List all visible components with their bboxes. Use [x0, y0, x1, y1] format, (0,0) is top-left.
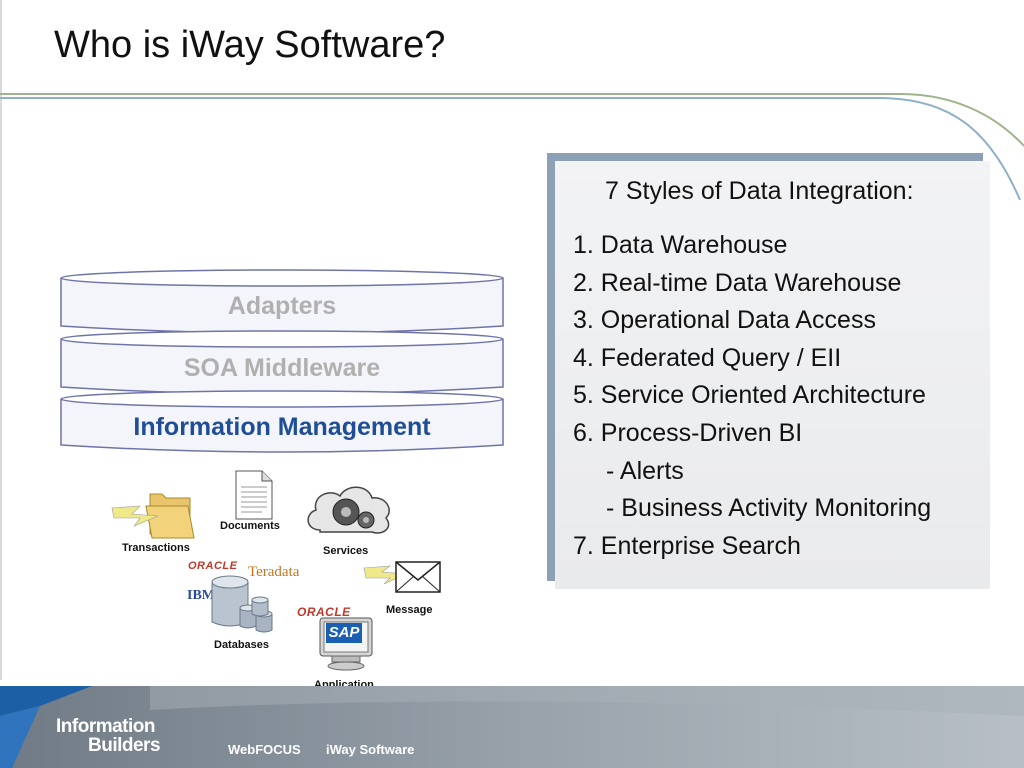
message-envelope-icon — [363, 561, 441, 593]
documents-label: Documents — [220, 520, 280, 532]
databases-icon — [211, 575, 273, 633]
list-item: 2. Real-time Data Warehouse — [573, 268, 902, 297]
list-item: 1. Data Warehouse — [573, 231, 788, 259]
list-item: 4. Federated Query / EII — [573, 343, 842, 372]
list-item: 7. Enterprise Search — [573, 531, 801, 560]
documents-icon — [235, 470, 273, 520]
list-subitem: - Business Activity Monitoring — [606, 494, 932, 523]
list-item: 6. Process-Driven BI — [573, 418, 803, 447]
left-border — [0, 0, 2, 680]
oracle-logo-text: ORACLE — [188, 560, 238, 572]
header-divider-lines — [0, 93, 1024, 200]
layer-label-soa: SOA Middleware — [183, 354, 381, 382]
layer-information-management: Information Management — [60, 389, 504, 453]
integration-styles-panel: 7 Styles of Data Integration: 1. Data Wa… — [555, 161, 990, 589]
panel-heading: 7 Styles of Data Integration: — [605, 177, 914, 205]
list-subitem: - Alerts — [606, 456, 684, 485]
ibm-logo-text: IBM — [187, 588, 215, 603]
brand-line-2: Builders — [88, 735, 161, 756]
layer-adapters: Adapters — [60, 268, 504, 334]
slide-title: Who is iWay Software? — [54, 24, 446, 66]
layer-soa-middleware: SOA Middleware — [60, 329, 504, 395]
footer-product-iway: iWay Software — [326, 742, 415, 757]
integration-styles-list: 1. Data Warehouse 2. Real-time Data Ware… — [573, 227, 931, 565]
brand-line-1: Information — [56, 716, 156, 737]
services-cloud-gears-icon — [307, 486, 390, 534]
databases-label: Databases — [214, 639, 270, 651]
footer-product-webfocus: WebFOCUS — [228, 742, 301, 757]
oracle-application-logo-text: ORACLE — [297, 605, 351, 619]
footer-band — [0, 686, 1024, 768]
layer-label-adapters: Adapters — [227, 292, 337, 320]
list-item: 3. Operational Data Access — [573, 306, 876, 335]
services-label: Services — [323, 545, 369, 557]
sap-logo: SAP — [326, 623, 362, 643]
transactions-folder-icon — [111, 493, 195, 539]
list-item: 5. Service Oriented Architecture — [573, 381, 926, 410]
message-label: Message — [386, 604, 433, 616]
teradata-logo-text: Teradata — [248, 564, 300, 580]
transactions-label: Transactions — [122, 542, 190, 554]
layer-label-info-mgmt: Information Management — [133, 413, 431, 441]
